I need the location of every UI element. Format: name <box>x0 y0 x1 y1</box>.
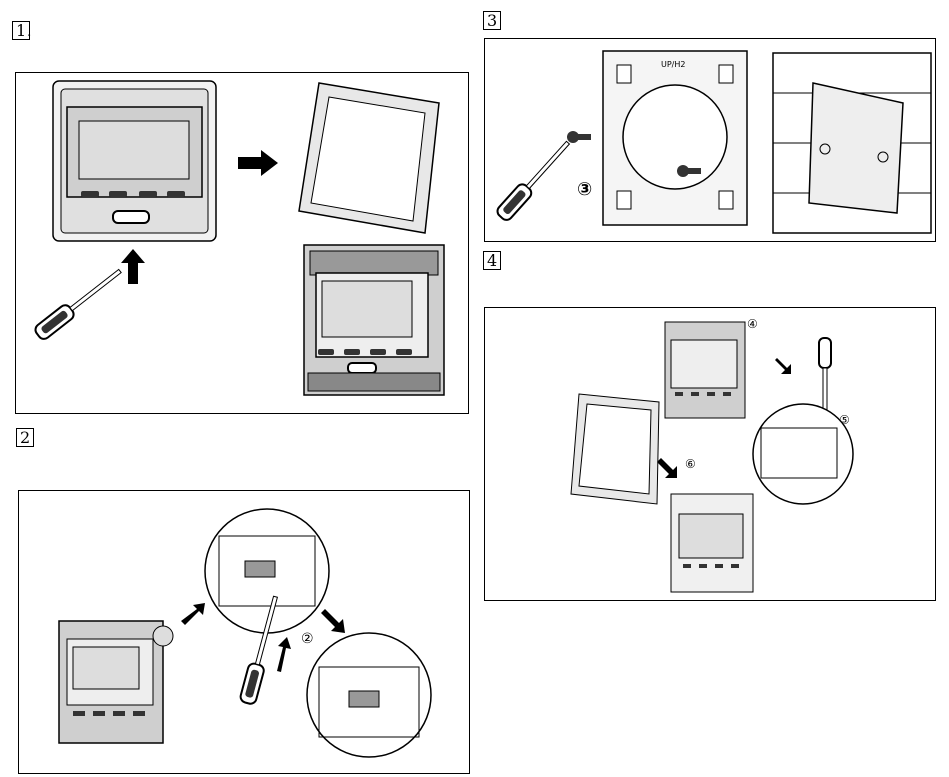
marker-6: ⑥ <box>685 457 696 471</box>
screwdriver-icon <box>818 337 832 413</box>
arrow-icon <box>657 458 677 478</box>
frame-cover <box>570 393 660 505</box>
step-1-suffix: . <box>27 24 32 40</box>
wall-box-photo <box>772 52 932 234</box>
screwdriver-icon <box>496 140 571 221</box>
arrow-right-icon <box>238 150 278 176</box>
screwdriver-icon <box>34 268 122 340</box>
arrow-down-icon <box>321 609 345 633</box>
step-2-label: 2 <box>16 428 35 447</box>
step-4-illustration: ④ ⑤ ⑥ <box>570 317 854 593</box>
marker-4: ④ <box>747 317 758 331</box>
plate-text: UP/H2 <box>661 60 685 69</box>
thermostat-module <box>303 244 445 396</box>
detail-zoom <box>752 403 854 505</box>
step-1-label: 1 <box>12 21 31 40</box>
mounting-plate: UP/H2 <box>602 50 748 226</box>
thermostat-assembled <box>670 493 754 593</box>
step-3-label: 3 <box>483 11 502 30</box>
marker-5: ⑤ <box>839 413 850 427</box>
panel-step-3: UP/H2 ③ <box>484 38 936 242</box>
arrow-up-icon <box>277 637 291 672</box>
arrow-icon <box>181 603 205 625</box>
screw-icon <box>677 165 701 177</box>
frame-cover <box>298 82 440 234</box>
step-1-illustration <box>34 80 445 396</box>
thermostat-module-top <box>664 321 746 419</box>
panel-step-1 <box>15 72 469 414</box>
panel-step-2: ② <box>18 490 470 774</box>
step-2-illustration: ② <box>58 508 432 758</box>
screwdriver-icon <box>239 595 279 705</box>
thermostat-front <box>52 80 217 242</box>
arrow-icon <box>775 358 791 374</box>
marker-2: ② <box>301 631 314 647</box>
screw-icon <box>567 131 591 143</box>
panel-step-4: ④ ⑤ ⑥ <box>484 307 936 601</box>
step-3-illustration: UP/H2 ③ <box>496 50 932 234</box>
arrow-up-icon <box>121 249 145 284</box>
step-4-label: 4 <box>483 251 502 270</box>
marker-3: ③ <box>577 179 592 200</box>
thermostat-small <box>58 620 164 744</box>
